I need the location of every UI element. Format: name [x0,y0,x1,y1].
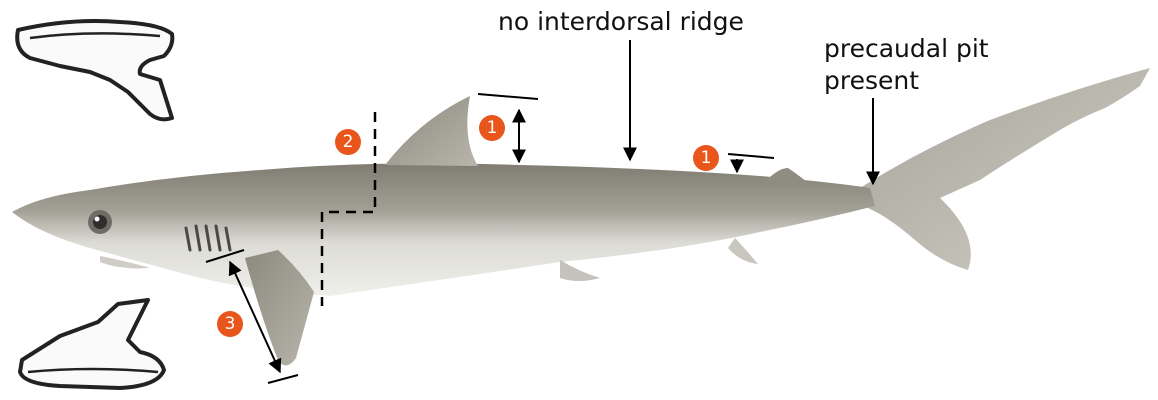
label-precaudal-pit-line1: precaudal pit [824,34,989,63]
badge-pectoral-length: 3 [217,311,243,337]
shark-illustration [12,68,1150,366]
label-precaudal-pit-line2: present [824,66,919,95]
second-dorsal-top-bar [728,154,774,158]
badge-dorsal-height: 1 [479,115,505,141]
lower-tooth-illustration [20,300,164,388]
svg-text:1: 1 [701,148,712,168]
svg-text:1: 1 [487,118,498,138]
svg-text:3: 3 [225,314,236,334]
badge-dorsal-origin: 2 [335,129,361,155]
badge-second-dorsal: 1 [693,145,719,171]
dorsal-height-top-bar [478,94,538,99]
svg-text:2: 2 [343,132,354,152]
pectoral-end-bar [268,375,298,383]
upper-tooth-illustration [17,21,172,119]
label-no-interdorsal-ridge: no interdorsal ridge [498,7,744,36]
